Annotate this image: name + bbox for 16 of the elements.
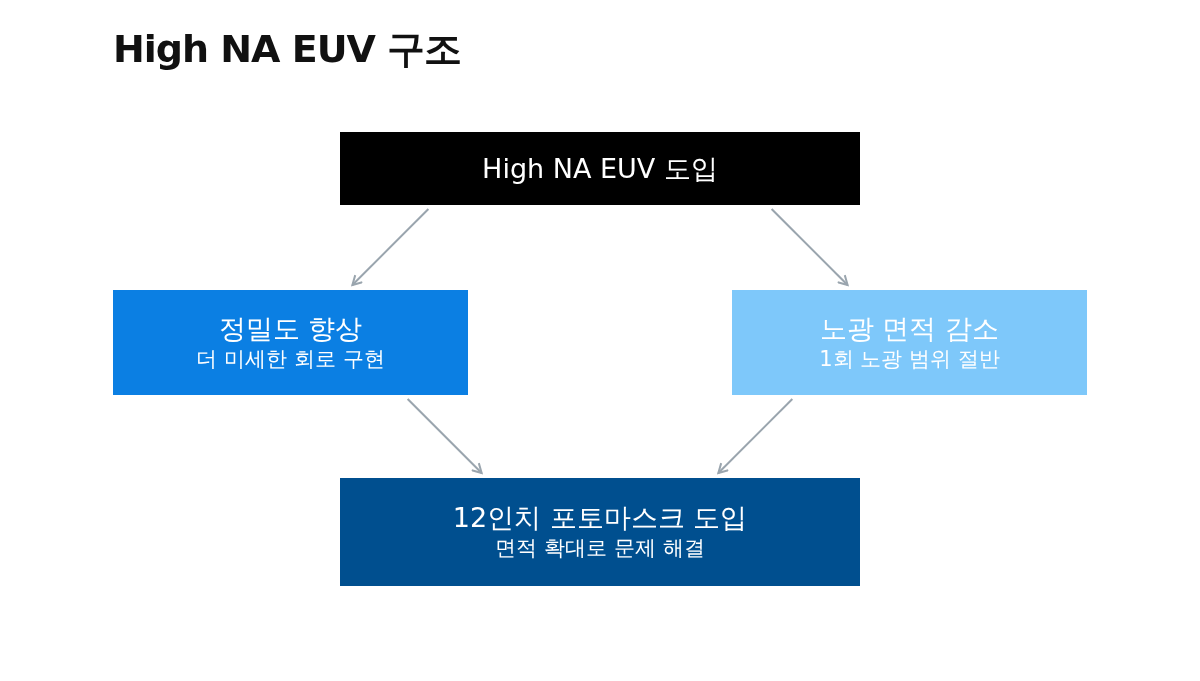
arrow [351,208,430,286]
title: High NA EUV 구조 [113,26,462,73]
process-box [113,290,468,395]
arrow [770,208,849,286]
box-subtext: 더 미세한 회로 구현 [196,345,385,373]
box-subtext: 면적 확대로 문제 해결 [495,535,705,563]
box-subtext: 1회 노광 범위 절반 [819,345,1000,373]
box-heading: 12인치 포토마스크 도입 [452,501,748,536]
arrow [717,398,794,474]
box-heading: 노광 면적 감소 [819,311,1000,346]
arrow [406,398,483,474]
process-box [340,132,860,205]
process-box [732,290,1087,395]
box-heading: High NA EUV 도입 [482,151,718,186]
box-heading: 정밀도 향상 [218,311,363,346]
process-box [340,478,860,586]
